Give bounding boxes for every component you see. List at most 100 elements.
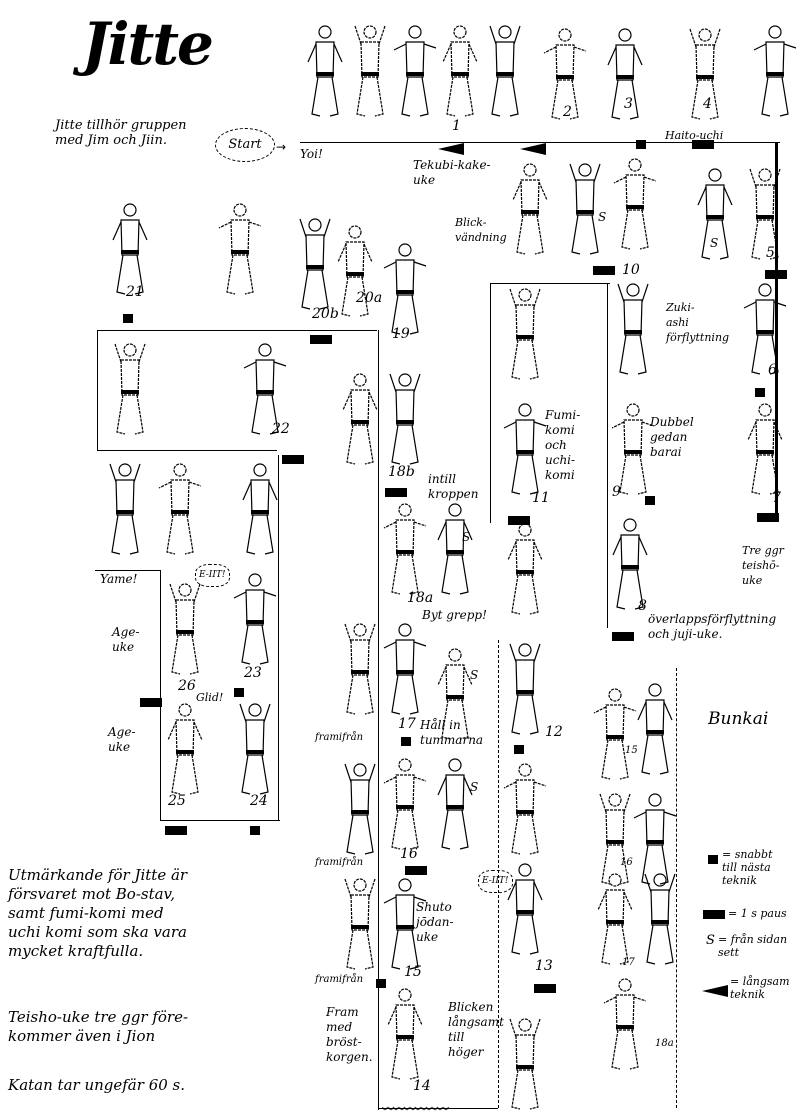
karateka-figure — [500, 760, 550, 860]
karateka-figure — [380, 620, 430, 720]
kiai-burst: E-IIT! — [195, 564, 230, 587]
karateka-figure — [500, 520, 550, 620]
karateka-figure — [435, 22, 485, 122]
note-teisho: Teisho-uke tre ggr före- kommer även i J… — [8, 1008, 189, 1045]
pause-marker — [405, 866, 427, 875]
path-line — [278, 455, 279, 820]
label-age-uke: Age- uke — [108, 725, 136, 754]
karateka-figure — [635, 870, 685, 970]
pause-marker — [140, 698, 162, 707]
karateka-figure — [740, 400, 790, 500]
path-line — [378, 1108, 498, 1109]
quick-marker — [250, 826, 260, 835]
karateka-figure — [380, 985, 430, 1085]
side-view-s: S — [710, 236, 719, 250]
label-tre-ggr-teisho-uke: Tre ggr teishō- uke — [742, 544, 784, 587]
right-path-line — [775, 142, 778, 522]
center-path-line — [378, 330, 379, 1110]
karateka-figure — [560, 160, 610, 260]
legend-quick-marker — [708, 855, 718, 864]
step-number: 20b — [312, 306, 339, 322]
pause-marker — [534, 984, 556, 993]
pause-marker — [757, 513, 779, 522]
step-number: 25 — [168, 793, 186, 809]
karateka-figure — [590, 685, 640, 785]
karateka-figure — [630, 790, 680, 890]
kiai-burst: E-IIT! — [478, 870, 513, 893]
quick-marker — [234, 688, 244, 697]
karateka-figure — [380, 500, 430, 600]
karateka-figure — [230, 570, 280, 670]
step-number: 11 — [532, 490, 550, 506]
karateka-figure — [335, 875, 385, 975]
karateka-figure — [335, 760, 385, 860]
path-line — [160, 820, 280, 821]
step-number: 12 — [545, 724, 563, 740]
pause-marker — [593, 266, 615, 275]
label-fumi-komi: Fumi- komi och uchi- komi — [545, 408, 581, 482]
label-age-uke: Age- uke — [112, 625, 140, 654]
quick-marker — [376, 979, 386, 988]
label-blick-vandning: Blick- vändning — [455, 216, 507, 244]
step-number: 7 — [772, 490, 781, 506]
karateka-figure — [235, 460, 285, 560]
pause-marker — [692, 140, 714, 149]
path-line — [97, 330, 377, 331]
step-number: 8 — [638, 598, 647, 614]
path-line — [95, 570, 160, 571]
karateka-figure — [600, 25, 650, 125]
side-view-s: S — [598, 210, 607, 224]
label-shuto-jodan-uke: Shuto jōdan- uke — [416, 900, 454, 944]
step-number: 22 — [272, 421, 290, 437]
karateka-figure — [290, 215, 340, 315]
step-number: 1 — [452, 118, 461, 134]
quick-marker — [636, 140, 646, 149]
label-haito-uchi: Haito-uchi — [665, 129, 724, 142]
legend-slow-text: = långsam teknik — [730, 975, 790, 1001]
karateka-figure — [380, 240, 430, 340]
karateka-figure — [430, 645, 480, 745]
karateka-figure — [540, 25, 590, 125]
step-number: 20a — [356, 290, 383, 306]
karateka-figure — [680, 25, 730, 125]
slow-marker-triangle — [438, 143, 464, 155]
label-dubbel-gedan-barai: Dubbel gedan barai — [650, 415, 694, 459]
pause-marker — [310, 335, 332, 344]
label-fram-med-brostkorgen: Fram med bröst- korgen. — [326, 1005, 373, 1064]
pause-marker — [385, 488, 407, 497]
karateka-figure — [100, 460, 150, 560]
step-number: 6 — [768, 362, 777, 378]
karateka-figure — [430, 500, 480, 600]
karateka-figure — [750, 22, 800, 122]
step-number: 14 — [413, 1078, 431, 1094]
legend-pause-marker — [703, 910, 725, 919]
karateka-figure — [590, 790, 640, 890]
step-number: 15 — [404, 964, 422, 980]
path-line — [97, 330, 98, 450]
bunkai-step-number: 17 — [622, 957, 635, 968]
quick-marker — [755, 388, 765, 397]
karateka-figure — [160, 580, 210, 680]
step-number: 18b — [388, 464, 415, 480]
pause-marker — [612, 632, 634, 641]
intro-text: Jitte tillhör gruppen med Jim och Jiin. — [55, 118, 187, 148]
karateka-figure — [630, 680, 680, 780]
step-number: 2 — [563, 104, 572, 120]
side-view-s: S — [462, 530, 471, 544]
karateka-figure — [740, 280, 790, 380]
bunkai-step-number: 16 — [620, 857, 633, 868]
legend-quick-text: = snabbt till nästa teknik — [722, 848, 773, 887]
karateka-figure — [608, 400, 658, 500]
legend-slow-triangle — [702, 985, 728, 997]
arrow-right-icon: → — [276, 140, 287, 154]
label-framifran: framifrån — [315, 857, 364, 868]
step-number: 18a — [407, 590, 434, 606]
label-intill-kroppen: intill kroppen — [428, 472, 479, 501]
karateka-figure — [500, 285, 550, 385]
quick-marker — [123, 314, 133, 323]
legend-s-symbol: S — [706, 933, 715, 948]
step-number: 9 — [612, 484, 621, 500]
karateka-figure — [380, 755, 430, 855]
kata-title: Jitte — [82, 10, 214, 78]
karateka-figure — [590, 870, 640, 970]
